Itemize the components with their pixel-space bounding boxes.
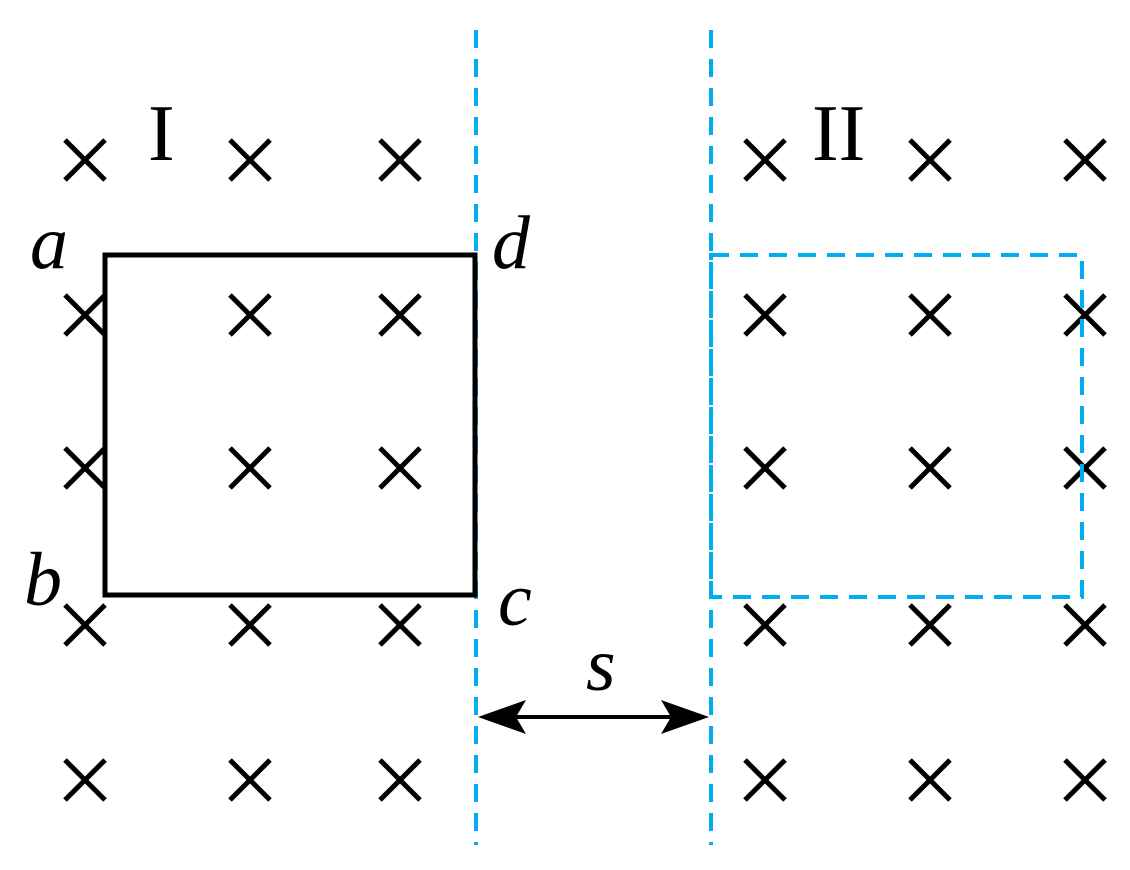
field-cross-icon [228, 138, 272, 182]
field-cross-icon [1063, 138, 1107, 182]
loop-final-position-dashed [709, 253, 1084, 599]
conducting-loop-abcd [102, 252, 478, 598]
vertex-c-label: c [498, 558, 532, 642]
region-1-label: I [148, 90, 175, 178]
field-cross-icon [1063, 446, 1107, 490]
field-cross-icon [63, 758, 107, 802]
gap-arrow [478, 700, 709, 734]
field-cross-icon [743, 293, 787, 337]
field-cross-icon [63, 603, 107, 647]
field-cross-icon [1063, 293, 1107, 337]
field-cross-icon [1063, 603, 1107, 647]
vertex-d-label: d [492, 201, 531, 285]
field-cross-icon [228, 446, 272, 490]
magnetic-field-crosses [63, 138, 1107, 802]
field-cross-icon [63, 446, 107, 490]
field-cross-icon [743, 446, 787, 490]
field-cross-icon [908, 603, 952, 647]
region-2-label: II [812, 90, 865, 178]
field-cross-icon [378, 293, 422, 337]
field-cross-icon [743, 603, 787, 647]
vertex-a-label: a [30, 201, 68, 285]
field-cross-icon [378, 446, 422, 490]
field-cross-icon [378, 603, 422, 647]
field-cross-icon [63, 293, 107, 337]
field-cross-icon [228, 758, 272, 802]
field-cross-icon [908, 138, 952, 182]
field-cross-icon [908, 293, 952, 337]
vertex-b-label: b [24, 538, 62, 622]
field-cross-icon [63, 138, 107, 182]
field-cross-icon [378, 758, 422, 802]
field-cross-icon [228, 293, 272, 337]
field-cross-icon [743, 138, 787, 182]
field-cross-icon [908, 758, 952, 802]
field-cross-icon [908, 446, 952, 490]
field-cross-icon [1063, 758, 1107, 802]
field-cross-icon [378, 138, 422, 182]
field-cross-icon [743, 758, 787, 802]
gap-s-label: s [586, 623, 616, 707]
field-cross-icon [228, 603, 272, 647]
